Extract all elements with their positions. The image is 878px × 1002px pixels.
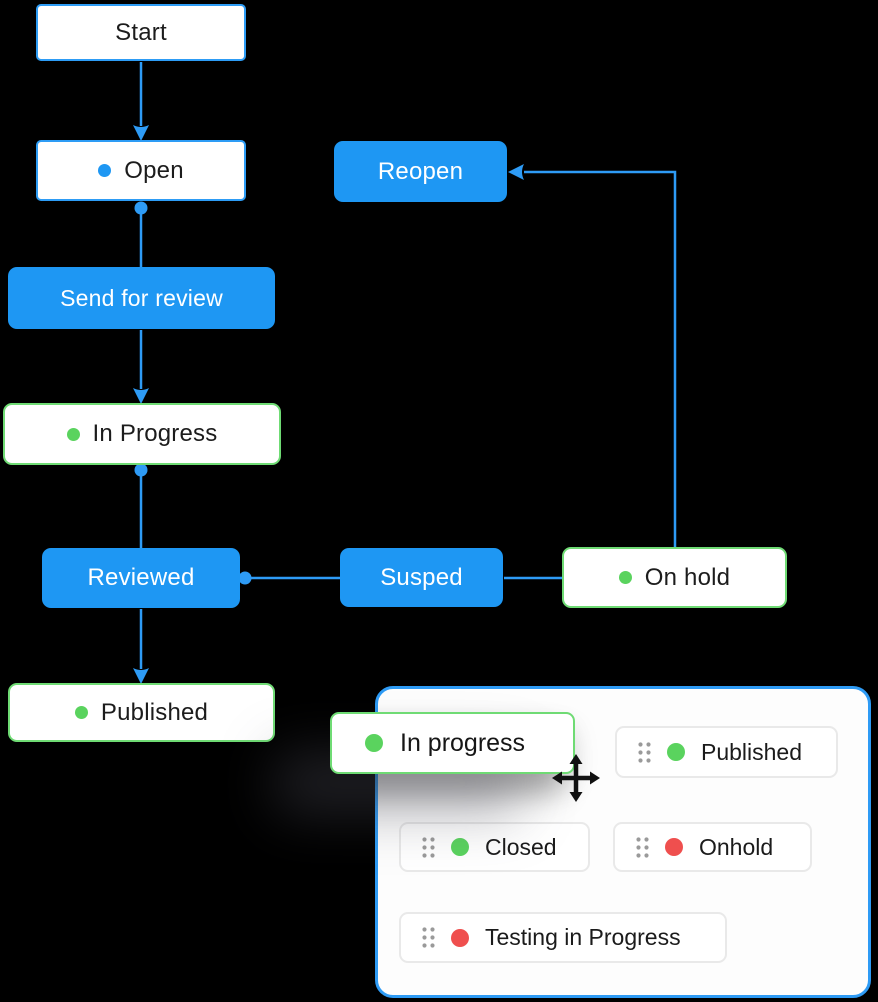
dragged-status-card-in-progress[interactable]: In progress (330, 712, 575, 774)
chip-label: Published (701, 738, 803, 765)
status-dot-green (667, 743, 685, 761)
status-chip-closed[interactable]: Closed (399, 822, 590, 872)
flow-node-label: Susped (380, 563, 463, 591)
arrowhead-review-inprogress (133, 388, 149, 404)
status-dot-red (665, 838, 683, 856)
connector-dot (134, 463, 148, 477)
move-cursor-icon (552, 754, 600, 802)
flow-node-label: Reviewed (87, 564, 195, 591)
status-chip-testing-in-progress[interactable]: Testing in Progress (399, 912, 727, 963)
chip-label: Testing in Progress (485, 924, 681, 950)
status-palette-panel: Published Closed Onhol (375, 686, 871, 998)
flow-node-label: Open (124, 156, 184, 184)
arrowhead-start-open (133, 125, 149, 141)
flow-node-published[interactable]: Published (8, 683, 275, 742)
connector-dot (134, 201, 148, 215)
status-dot-green (618, 571, 632, 584)
flow-node-susped[interactable]: Susped (340, 548, 503, 607)
status-dot-blue (98, 164, 112, 177)
flow-node-label: Published (100, 698, 209, 726)
drag-handle-icon[interactable] (638, 741, 651, 763)
status-chip-published[interactable]: Published (615, 726, 838, 778)
status-dot-red (451, 928, 469, 947)
status-dot-green (365, 734, 383, 752)
drag-handle-icon[interactable] (422, 836, 435, 858)
flow-node-start[interactable]: Start (36, 4, 246, 61)
flow-node-in-progress[interactable]: In Progress (3, 403, 281, 465)
status-chip-onhold[interactable]: Onhold (613, 822, 812, 872)
flow-node-label: Send for review (60, 284, 223, 311)
arrowhead-reviewed-published (133, 668, 149, 684)
status-dot-green (74, 706, 88, 719)
chip-label: Closed (485, 833, 557, 860)
dragged-card-label: In progress (400, 728, 526, 757)
status-dot-green (451, 838, 469, 856)
flow-node-send-for-review[interactable]: Send for review (8, 267, 275, 329)
connector-dot (238, 571, 252, 585)
flow-node-reopen[interactable]: Reopen (334, 141, 507, 202)
flow-node-on-hold[interactable]: On hold (562, 547, 787, 608)
drag-handle-icon[interactable] (636, 836, 649, 858)
flow-node-open[interactable]: Open (36, 140, 246, 201)
flow-node-label: Reopen (377, 157, 464, 185)
chip-label: Onhold (699, 833, 774, 860)
drag-handle-icon[interactable] (422, 927, 435, 948)
flow-node-label: In Progress (92, 420, 218, 447)
flow-node-label: On hold (644, 563, 731, 591)
flow-node-label: Start (115, 18, 167, 46)
arrowhead-onhold-reopen (508, 164, 524, 180)
flow-node-reviewed[interactable]: Reviewed (42, 548, 240, 608)
status-dot-green (66, 427, 80, 441)
